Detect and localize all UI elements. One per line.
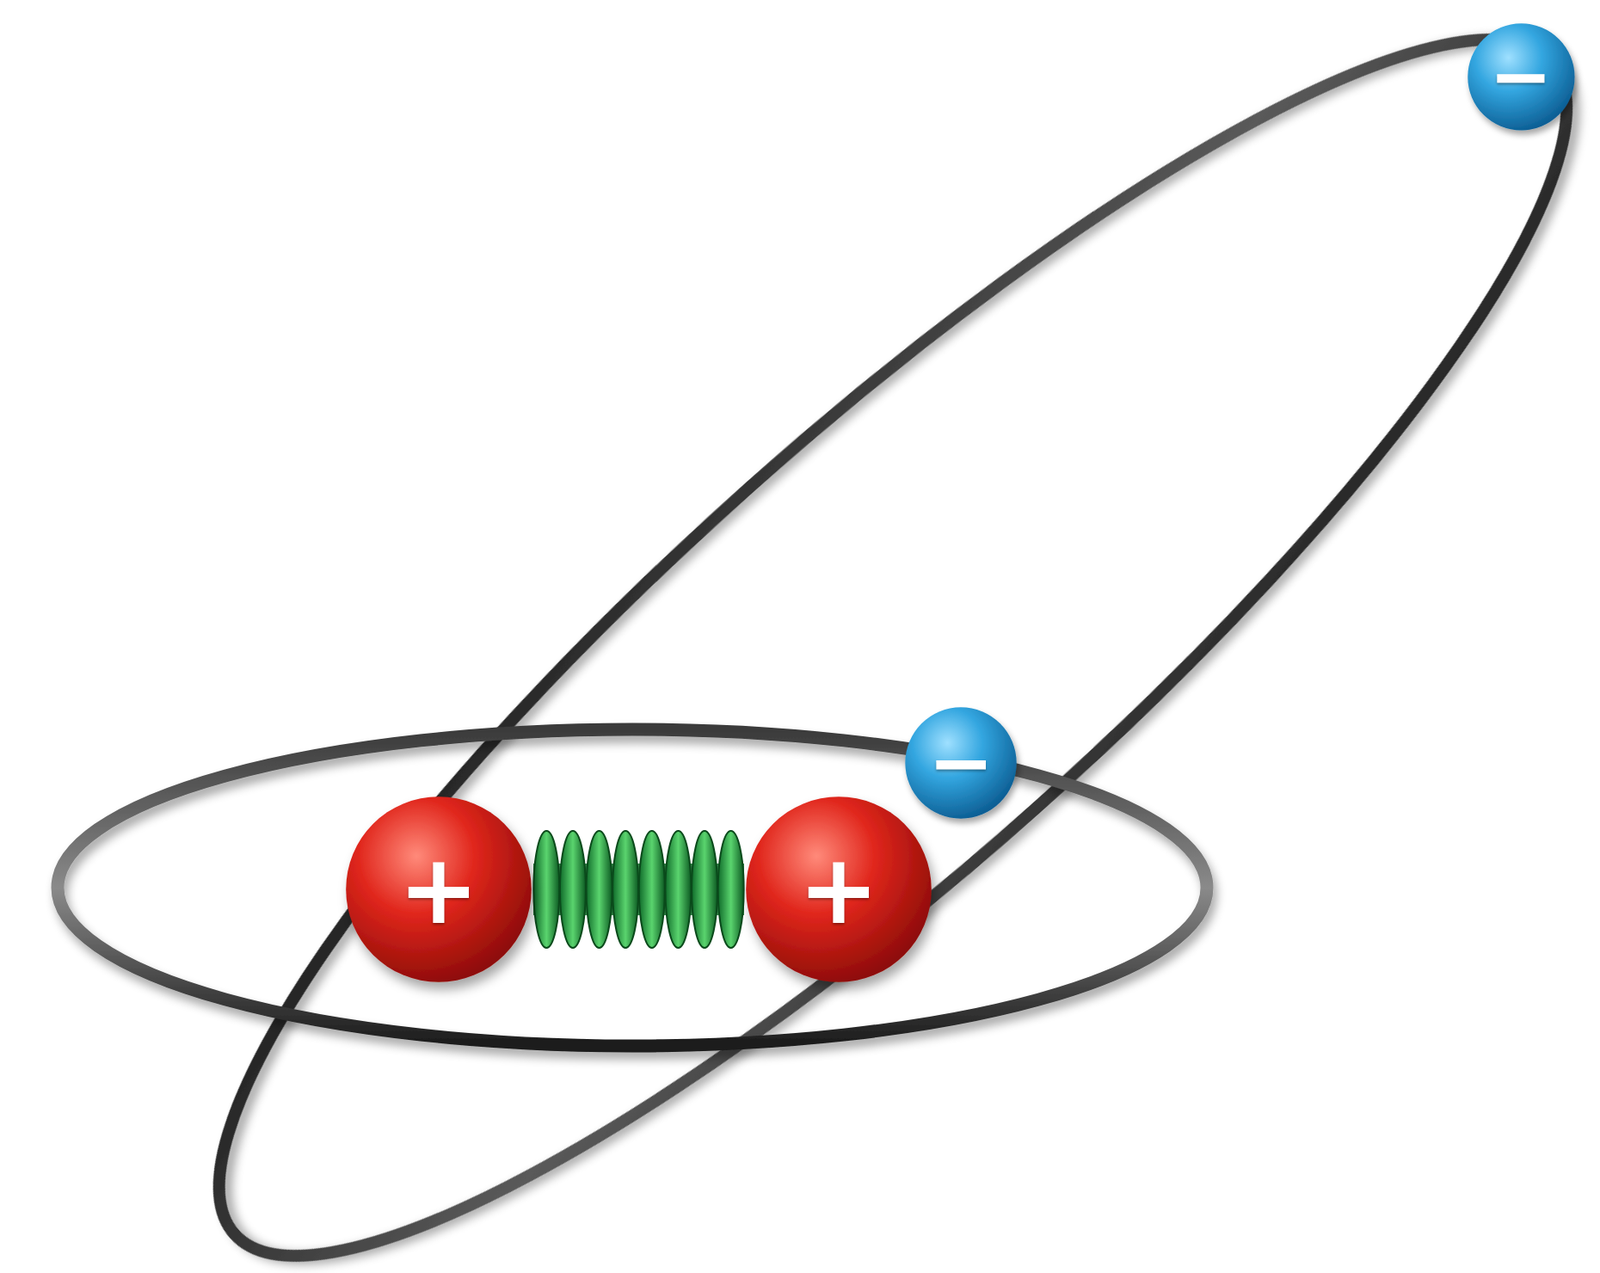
charge-plus: +: [398, 841, 480, 938]
proton-sphere: +: [744, 794, 934, 985]
flat-orbit: [57, 729, 1207, 1047]
electron-sphere: −: [904, 706, 1018, 820]
proton-sphere: +: [344, 794, 534, 985]
electron-sphere: −: [1466, 22, 1576, 132]
charge-minus: −: [1489, 38, 1553, 115]
spring-bond: [533, 830, 745, 948]
charge-minus: −: [927, 723, 994, 803]
charge-plus: +: [798, 841, 880, 938]
tilted-orbit: [91, 0, 1600, 1273]
